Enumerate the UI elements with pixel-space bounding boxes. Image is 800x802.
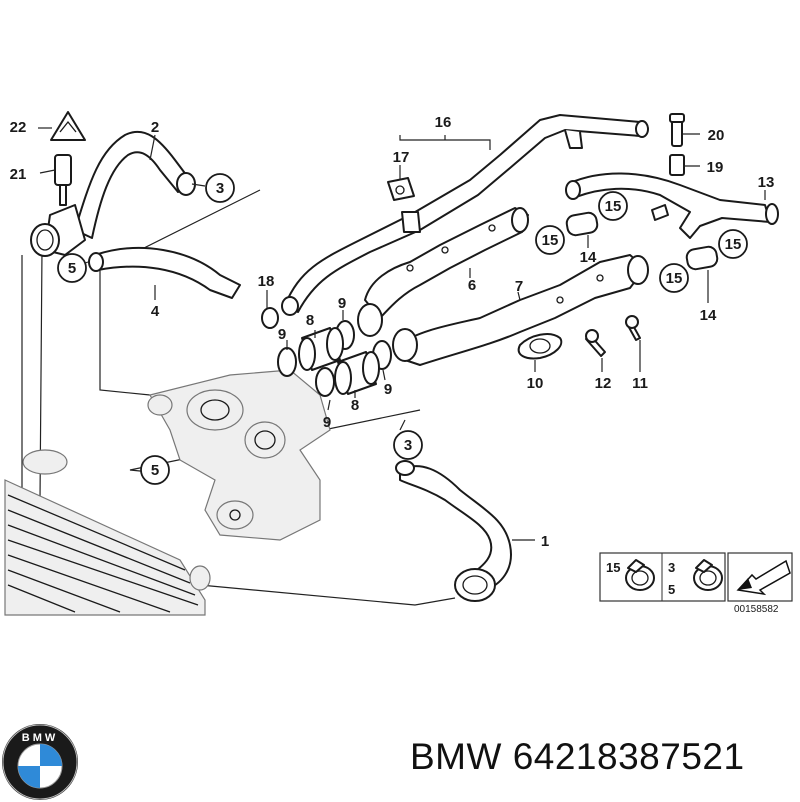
callout-18: 18 [258, 273, 275, 290]
bmw-logo: BMW [2, 724, 78, 800]
callout-circle [393, 430, 423, 460]
pipe-6 [357, 207, 529, 337]
circled-callout-5: 5 [57, 253, 87, 283]
callout-5: 5 [68, 260, 76, 277]
circled-callout-15: 15 [598, 191, 628, 221]
callout-15: 15 [542, 232, 559, 249]
circled-callout-15: 15 [659, 263, 689, 293]
legend-label-5: 5 [668, 582, 675, 597]
pipe-16 [281, 114, 649, 316]
callout-20: 20 [708, 127, 725, 144]
water-pump [147, 369, 331, 541]
callout-circle [140, 455, 170, 485]
callout-19: 19 [707, 159, 724, 176]
circled-callout-3: 3 [205, 173, 235, 203]
arrow-icon [736, 559, 791, 596]
circled-callout-5: 5 [140, 455, 170, 485]
legend-label-15: 15 [606, 560, 620, 575]
diagram-code: 00158582 [734, 604, 779, 615]
callout-9: 9 [323, 414, 331, 431]
callout-15: 15 [605, 198, 622, 215]
hose-1 [395, 460, 512, 602]
logo-letters: BMW [22, 732, 59, 744]
callout-15: 15 [725, 236, 742, 253]
part-number-caption: BMW 64218387521 [410, 736, 745, 777]
callout-circle [535, 225, 565, 255]
callout-22: 22 [10, 119, 27, 136]
thermostat-housing [30, 154, 86, 257]
callout-15: 15 [666, 270, 683, 287]
pipe-7 [392, 254, 649, 366]
circled-callout-3: 3 [393, 430, 423, 460]
sleeve-14 [565, 211, 719, 271]
callout-11: 11 [632, 375, 648, 392]
hose-4 [88, 246, 241, 299]
callout-3: 3 [216, 180, 224, 197]
callout-12: 12 [595, 375, 612, 392]
callout-9: 9 [338, 295, 346, 312]
circled-callout-15: 15 [535, 225, 565, 255]
callout-3: 3 [404, 437, 412, 454]
callout-16: 16 [435, 114, 452, 131]
callout-4: 4 [151, 303, 160, 320]
bolt-20 [669, 113, 685, 176]
callout-circle [57, 253, 87, 283]
callout-8: 8 [351, 397, 359, 414]
callout-circle [718, 229, 748, 259]
radiator [4, 449, 211, 616]
callout-6: 6 [468, 277, 476, 294]
callout-10: 10 [527, 375, 544, 392]
callout-9: 9 [384, 381, 392, 398]
hose-2 [74, 130, 196, 239]
circled-callouts: 3 3 5 5 15 15 15 15 [57, 173, 748, 485]
callout-17: 17 [393, 149, 410, 166]
callout-circle [598, 191, 628, 221]
hose-clamp-icon [625, 559, 655, 591]
callout-circle [659, 263, 689, 293]
warning-label-icon [50, 111, 86, 141]
spring-clamp-icon [693, 559, 723, 591]
callout-1: 1 [541, 533, 549, 550]
circled-callout-15: 15 [718, 229, 748, 259]
callout-14: 14 [580, 249, 597, 266]
gasket-10 [517, 333, 563, 360]
bolts-11-12 [585, 315, 641, 357]
callout-2: 2 [151, 119, 159, 136]
callout-7: 7 [515, 278, 523, 295]
callout-8: 8 [306, 312, 314, 329]
sleeves-8 [298, 327, 380, 395]
callout-14: 14 [700, 307, 717, 324]
callout-13: 13 [758, 174, 775, 191]
callout-5: 5 [151, 462, 159, 479]
callout-21: 21 [10, 166, 27, 183]
clamp-legend: 15 3 5 00158582 [599, 552, 793, 615]
pipe-13 [565, 172, 779, 239]
leader-lines [38, 127, 766, 541]
callout-9: 9 [278, 326, 286, 343]
clip-17 [387, 177, 415, 201]
legend-label-3: 3 [668, 560, 675, 575]
callout-circle [205, 173, 235, 203]
